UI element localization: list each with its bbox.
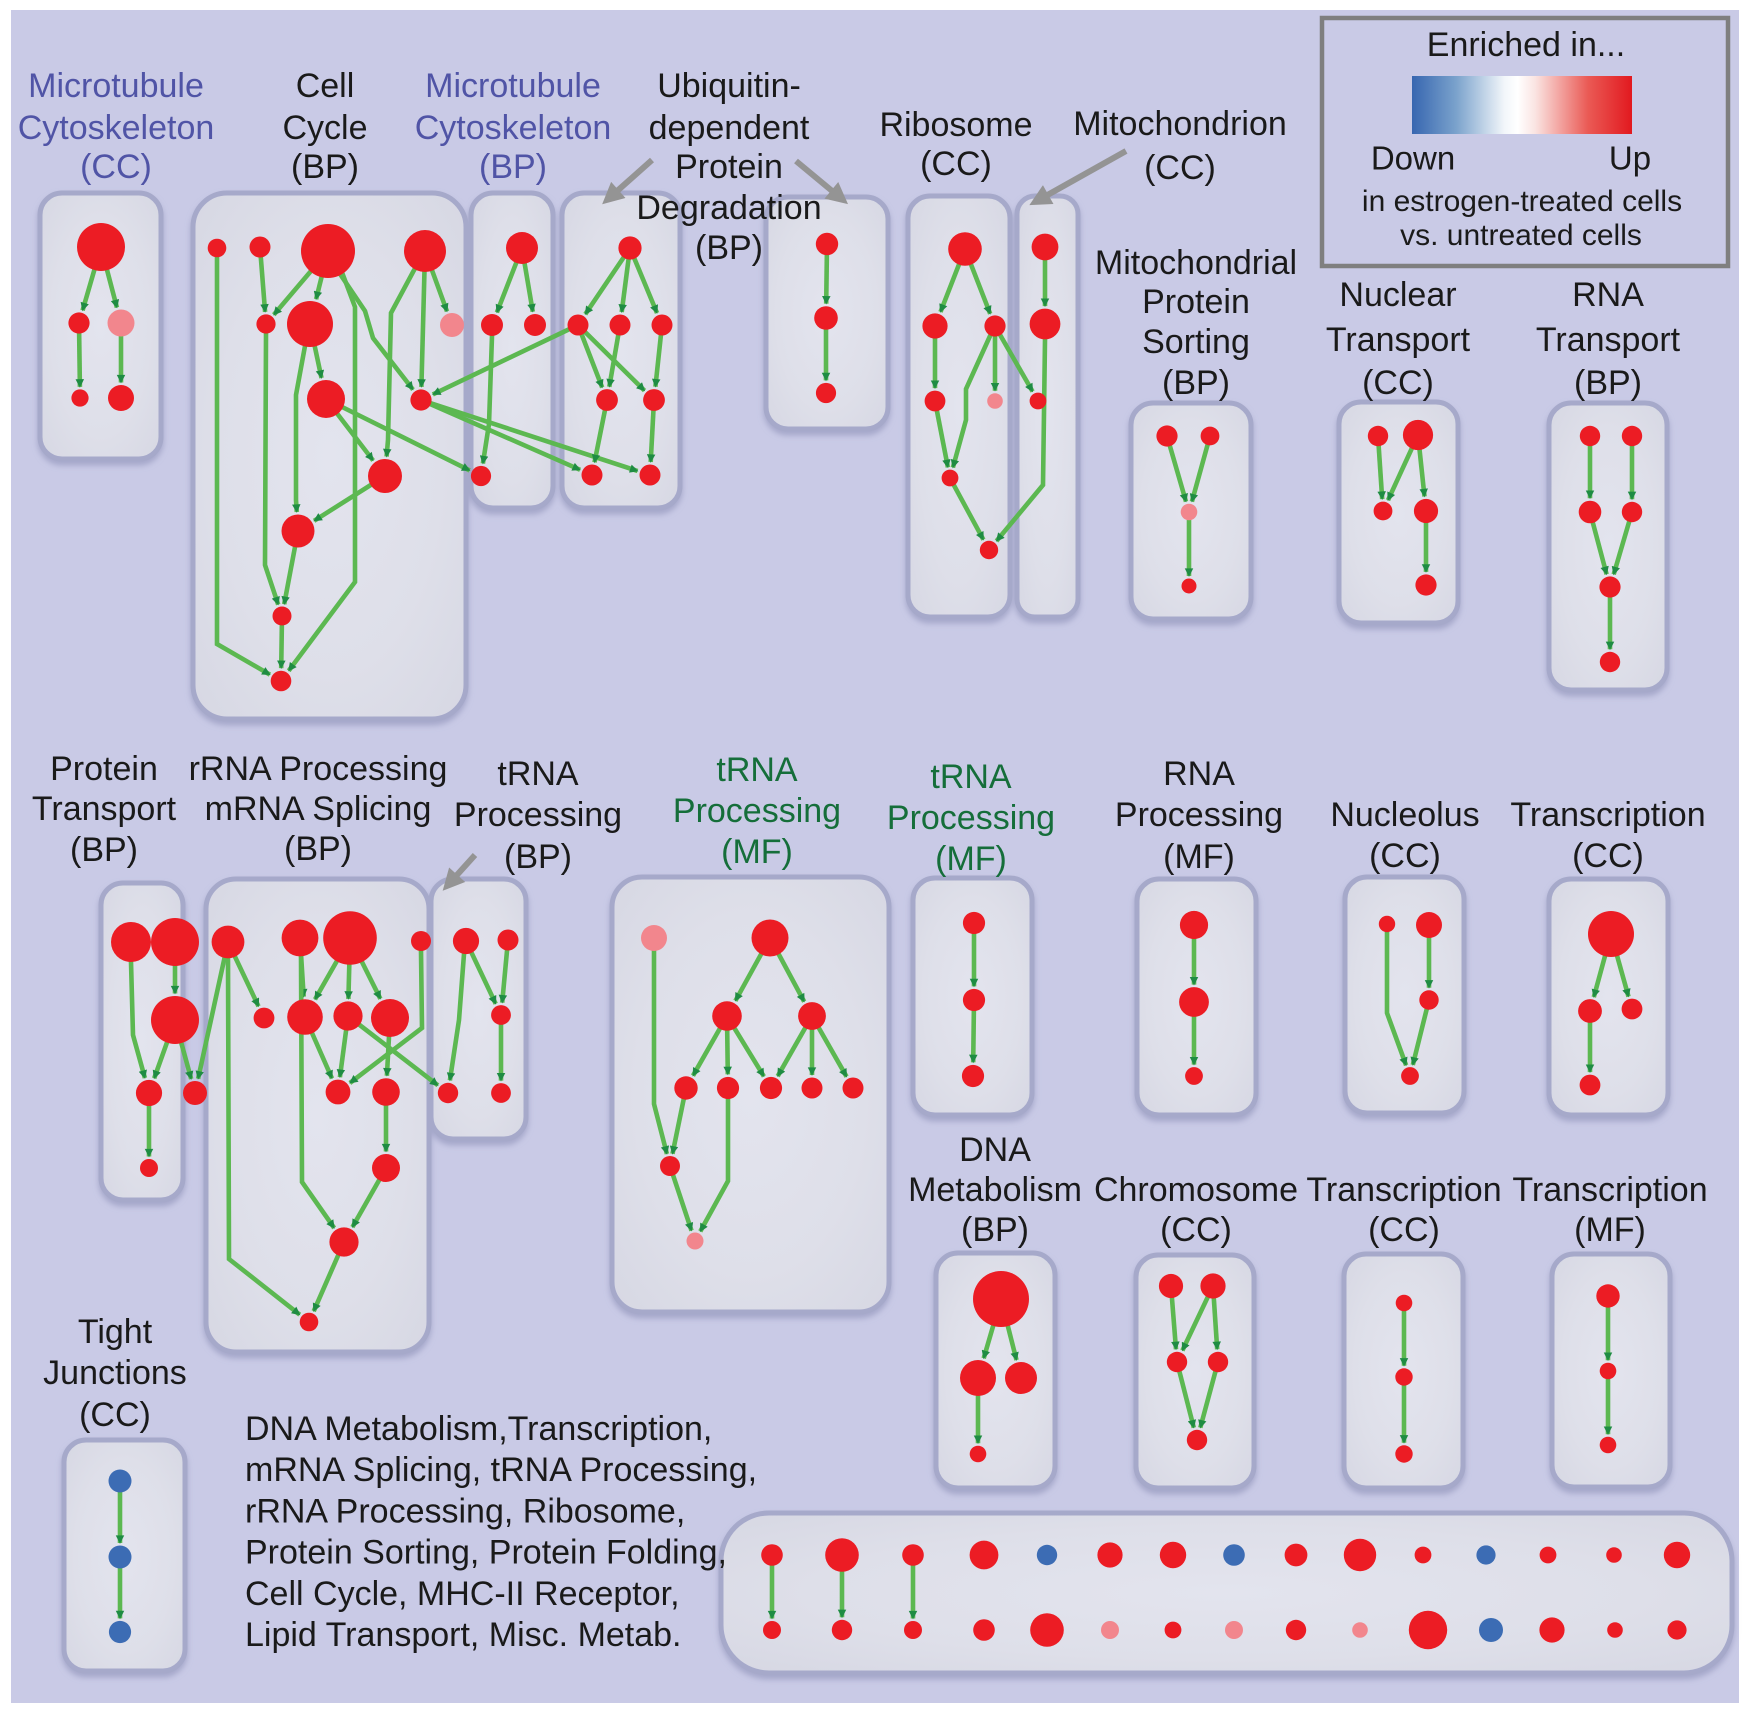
svg-text:(CC): (CC) — [80, 148, 152, 186]
svg-text:Processing: Processing — [673, 792, 841, 830]
svg-text:tRNA: tRNA — [716, 751, 798, 789]
svg-text:(BP): (BP) — [961, 1211, 1029, 1249]
svg-text:in estrogen-treated cells: in estrogen-treated cells — [1362, 185, 1682, 218]
svg-text:(BP): (BP) — [1574, 364, 1642, 402]
svg-text:mRNA Splicing: mRNA Splicing — [205, 790, 432, 828]
svg-text:Ubiquitin-: Ubiquitin- — [657, 67, 801, 105]
svg-text:Nuclear: Nuclear — [1339, 276, 1456, 314]
svg-text:Junctions: Junctions — [43, 1354, 187, 1392]
svg-text:(BP): (BP) — [504, 838, 572, 876]
svg-text:Transport: Transport — [1326, 321, 1471, 359]
svg-text:Lipid Transport, Misc. Metab.: Lipid Transport, Misc. Metab. — [245, 1616, 682, 1654]
svg-text:tRNA: tRNA — [930, 758, 1012, 796]
svg-text:DNA: DNA — [959, 1131, 1031, 1169]
svg-text:tRNA: tRNA — [497, 755, 579, 793]
svg-text:(CC): (CC) — [1362, 364, 1434, 402]
svg-text:Metabolism: Metabolism — [908, 1171, 1082, 1209]
svg-text:Protein Sorting, Protein Foldi: Protein Sorting, Protein Folding, — [245, 1534, 727, 1572]
svg-text:(MF): (MF) — [721, 833, 793, 871]
svg-text:DNA Metabolism,Transcription,: DNA Metabolism,Transcription, — [245, 1410, 712, 1448]
svg-text:Mitochondrion: Mitochondrion — [1073, 105, 1287, 143]
svg-text:Up: Up — [1609, 140, 1651, 177]
svg-text:Processing: Processing — [1115, 796, 1283, 834]
svg-text:Transcription: Transcription — [1512, 1171, 1707, 1209]
svg-text:Transport: Transport — [1536, 321, 1681, 359]
svg-text:RNA: RNA — [1163, 755, 1235, 793]
svg-text:(BP): (BP) — [284, 830, 352, 868]
svg-text:(BP): (BP) — [70, 831, 138, 869]
svg-text:Cytoskeleton: Cytoskeleton — [415, 109, 612, 147]
svg-text:(CC): (CC) — [920, 145, 992, 183]
svg-text:Cycle: Cycle — [282, 109, 367, 147]
svg-text:Processing: Processing — [454, 796, 622, 834]
svg-text:Nucleolus: Nucleolus — [1330, 796, 1479, 834]
svg-text:Processing: Processing — [887, 799, 1055, 837]
svg-text:Enriched in...: Enriched in... — [1427, 26, 1625, 64]
svg-text:(BP): (BP) — [695, 229, 763, 267]
svg-text:Transcription: Transcription — [1510, 796, 1705, 834]
svg-text:Sorting: Sorting — [1142, 323, 1250, 361]
svg-text:rRNA Processing: rRNA Processing — [189, 750, 448, 788]
svg-text:vs. untreated cells: vs. untreated cells — [1400, 219, 1642, 252]
svg-text:Degradation: Degradation — [636, 189, 821, 227]
svg-text:Chromosome: Chromosome — [1094, 1171, 1298, 1209]
svg-text:Mitochondrial: Mitochondrial — [1095, 244, 1297, 282]
svg-text:(MF): (MF) — [935, 840, 1007, 878]
svg-text:Cell Cycle, MHC-II Receptor,: Cell Cycle, MHC-II Receptor, — [245, 1575, 680, 1613]
svg-text:mRNA Splicing, tRNA Processing: mRNA Splicing, tRNA Processing, — [245, 1451, 757, 1489]
svg-text:(MF): (MF) — [1574, 1211, 1646, 1249]
svg-text:(MF): (MF) — [1163, 838, 1235, 876]
svg-text:Cytoskeleton: Cytoskeleton — [18, 109, 215, 147]
svg-text:Protein: Protein — [50, 750, 158, 788]
svg-text:(CC): (CC) — [1368, 1211, 1440, 1249]
svg-text:Transcription: Transcription — [1306, 1171, 1501, 1209]
svg-text:(CC): (CC) — [1144, 149, 1216, 187]
svg-text:rRNA Processing, Ribosome,: rRNA Processing, Ribosome, — [245, 1492, 685, 1530]
svg-text:Down: Down — [1371, 140, 1455, 177]
svg-text:Tight: Tight — [78, 1313, 153, 1351]
svg-text:Protein: Protein — [1142, 283, 1250, 321]
svg-text:(BP): (BP) — [1162, 364, 1230, 402]
svg-text:(CC): (CC) — [1572, 837, 1644, 875]
svg-text:Cell: Cell — [296, 67, 355, 105]
svg-text:dependent: dependent — [649, 109, 810, 147]
svg-text:Ribosome: Ribosome — [879, 106, 1032, 144]
svg-text:Microtubule: Microtubule — [28, 67, 204, 105]
svg-text:(CC): (CC) — [1160, 1211, 1232, 1249]
svg-text:Protein: Protein — [675, 148, 783, 186]
svg-text:RNA: RNA — [1572, 276, 1644, 314]
svg-text:(BP): (BP) — [479, 148, 547, 186]
svg-text:(CC): (CC) — [1369, 837, 1441, 875]
svg-text:Transport: Transport — [32, 790, 177, 828]
svg-text:(CC): (CC) — [79, 1396, 151, 1434]
svg-text:(BP): (BP) — [291, 148, 359, 186]
svg-text:Microtubule: Microtubule — [425, 67, 601, 105]
